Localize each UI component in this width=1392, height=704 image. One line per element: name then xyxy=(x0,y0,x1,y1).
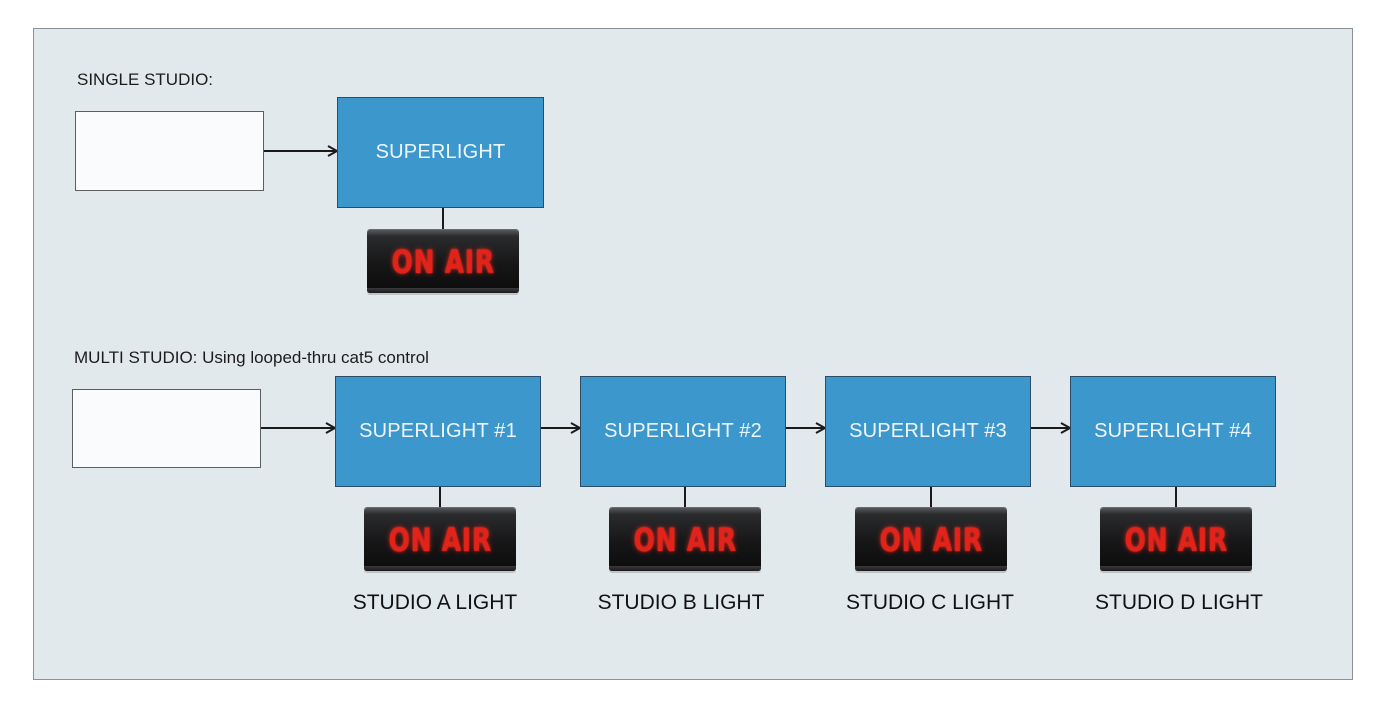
studio-b-label: STUDIO B LIGHT xyxy=(597,591,765,614)
single-on-air-text: ON AIR xyxy=(391,242,495,281)
on-air-sign-4: ON AIR xyxy=(1100,508,1252,571)
on-air-text-1: ON AIR xyxy=(388,520,492,559)
single-superlight-box: SUPERLIGHT xyxy=(337,97,544,208)
single-input-box xyxy=(75,111,264,191)
on-air-sign-3: ON AIR xyxy=(855,508,1007,571)
superlight-label-3: SUPERLIGHT #3 xyxy=(849,420,1007,442)
on-air-text-4: ON AIR xyxy=(1124,520,1228,559)
superlight-box-4: SUPERLIGHT #4 xyxy=(1070,376,1276,487)
superlight-box-2: SUPERLIGHT #2 xyxy=(580,376,786,487)
on-air-text-2: ON AIR xyxy=(633,520,737,559)
studio-a-label: STUDIO A LIGHT xyxy=(352,591,518,614)
superlight-label-4: SUPERLIGHT #4 xyxy=(1094,420,1252,442)
superlight-box-1: SUPERLIGHT #1 xyxy=(335,376,541,487)
multi-studio-label: MULTI STUDIO: Using looped-thru cat5 con… xyxy=(74,348,429,367)
single-on-air-sign: ON AIR xyxy=(367,230,519,293)
on-air-sign-2: ON AIR xyxy=(609,508,761,571)
on-air-sign-1: ON AIR xyxy=(364,508,516,571)
superlight-label-1: SUPERLIGHT #1 xyxy=(359,420,517,442)
studio-c-label: STUDIO C LIGHT xyxy=(845,591,1014,614)
multi-input-box xyxy=(72,389,261,468)
single-studio-label: SINGLE STUDIO: xyxy=(77,70,214,89)
superlight-box-3: SUPERLIGHT #3 xyxy=(825,376,1031,487)
on-air-text-3: ON AIR xyxy=(879,520,983,559)
single-superlight-label: SUPERLIGHT xyxy=(375,141,506,163)
superlight-label-2: SUPERLIGHT #2 xyxy=(604,420,762,442)
studio-d-label: STUDIO D LIGHT xyxy=(1094,591,1263,614)
